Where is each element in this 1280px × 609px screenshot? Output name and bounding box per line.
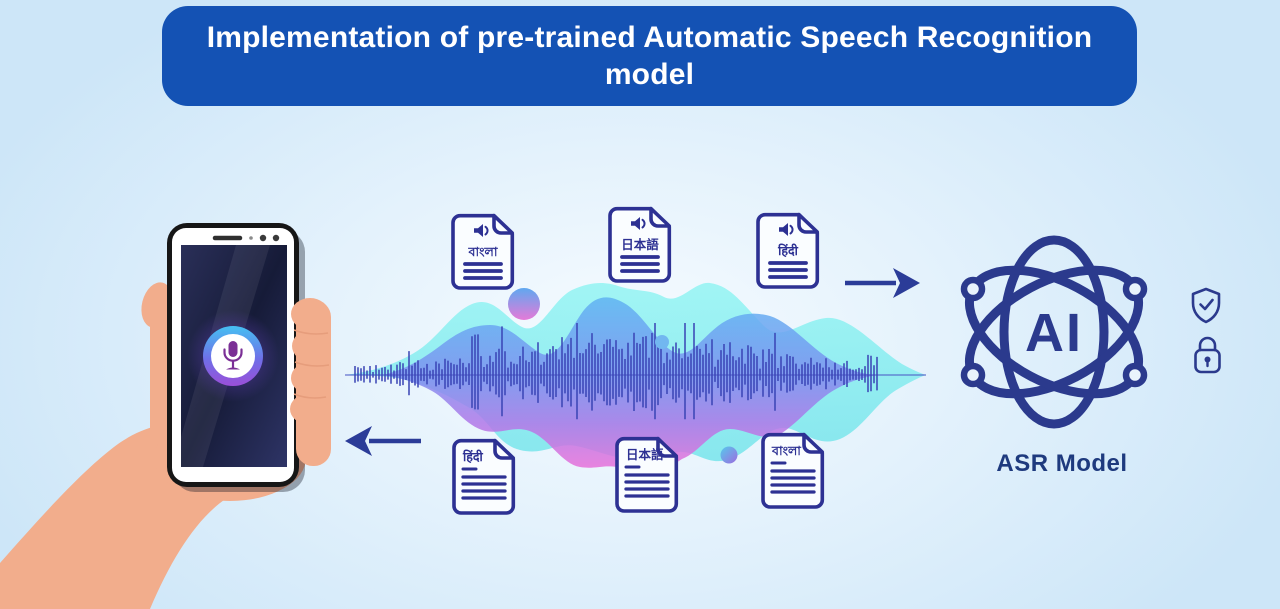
decor-dot-bottom (720, 446, 738, 464)
doc-text-bengali: বাংলা (761, 432, 825, 509)
phone (167, 223, 305, 492)
arrow-right-icon (845, 268, 920, 298)
doc-language-label: 日本語 (626, 447, 664, 462)
finger-4 (290, 394, 326, 424)
page-title: Implementation of pre-trained Automatic … (206, 21, 1093, 91)
doc-language-label: বাংলা (468, 245, 499, 259)
fingers (290, 298, 331, 466)
doc-audio-japanese: 日本語 (608, 206, 672, 283)
doc-text-japanese: 日本語 (615, 436, 679, 513)
doc-audio-bengali: বাংলা (451, 213, 515, 290)
ai-badge: AI (1025, 303, 1083, 363)
finger-1 (291, 298, 329, 330)
sensor-dot (249, 236, 253, 240)
audio-bars (354, 323, 878, 420)
title-banner: Implementation of pre-trained Automatic … (162, 6, 1137, 106)
thumb (141, 282, 173, 328)
mic-button (203, 326, 263, 386)
camera-dot-2 (272, 234, 280, 242)
atom-electrons (960, 276, 1148, 388)
doc-language-label: বাংলা (771, 444, 802, 458)
decor-dot-small (655, 335, 669, 349)
lock-icon (1194, 336, 1221, 374)
waveform (345, 282, 926, 474)
microphone-icon (223, 341, 243, 370)
finger-creases (293, 329, 330, 399)
document-cards: বাংলা 日本語 हिंदी हिंदी 日本語 বাংলা (451, 206, 825, 515)
doc-audio-hindi: हिंदी (756, 212, 820, 289)
doc-language-label: हिंदी (462, 449, 484, 464)
arrow-left-icon (345, 426, 421, 456)
decor-dot-large (508, 288, 540, 320)
asr-model-label: ASR Model (996, 450, 1127, 477)
doc-text-hindi: हिंदी (452, 438, 516, 515)
camera-dot-1 (259, 234, 267, 242)
asr-model: AI ASR Model (960, 235, 1148, 477)
doc-language-label: 日本語 (621, 237, 659, 252)
shield-check-icon (1191, 287, 1221, 324)
doc-language-label: हिंदी (777, 243, 799, 258)
finger-3 (291, 362, 329, 394)
wave-inner-blob (382, 297, 876, 474)
finger-2 (292, 330, 330, 362)
